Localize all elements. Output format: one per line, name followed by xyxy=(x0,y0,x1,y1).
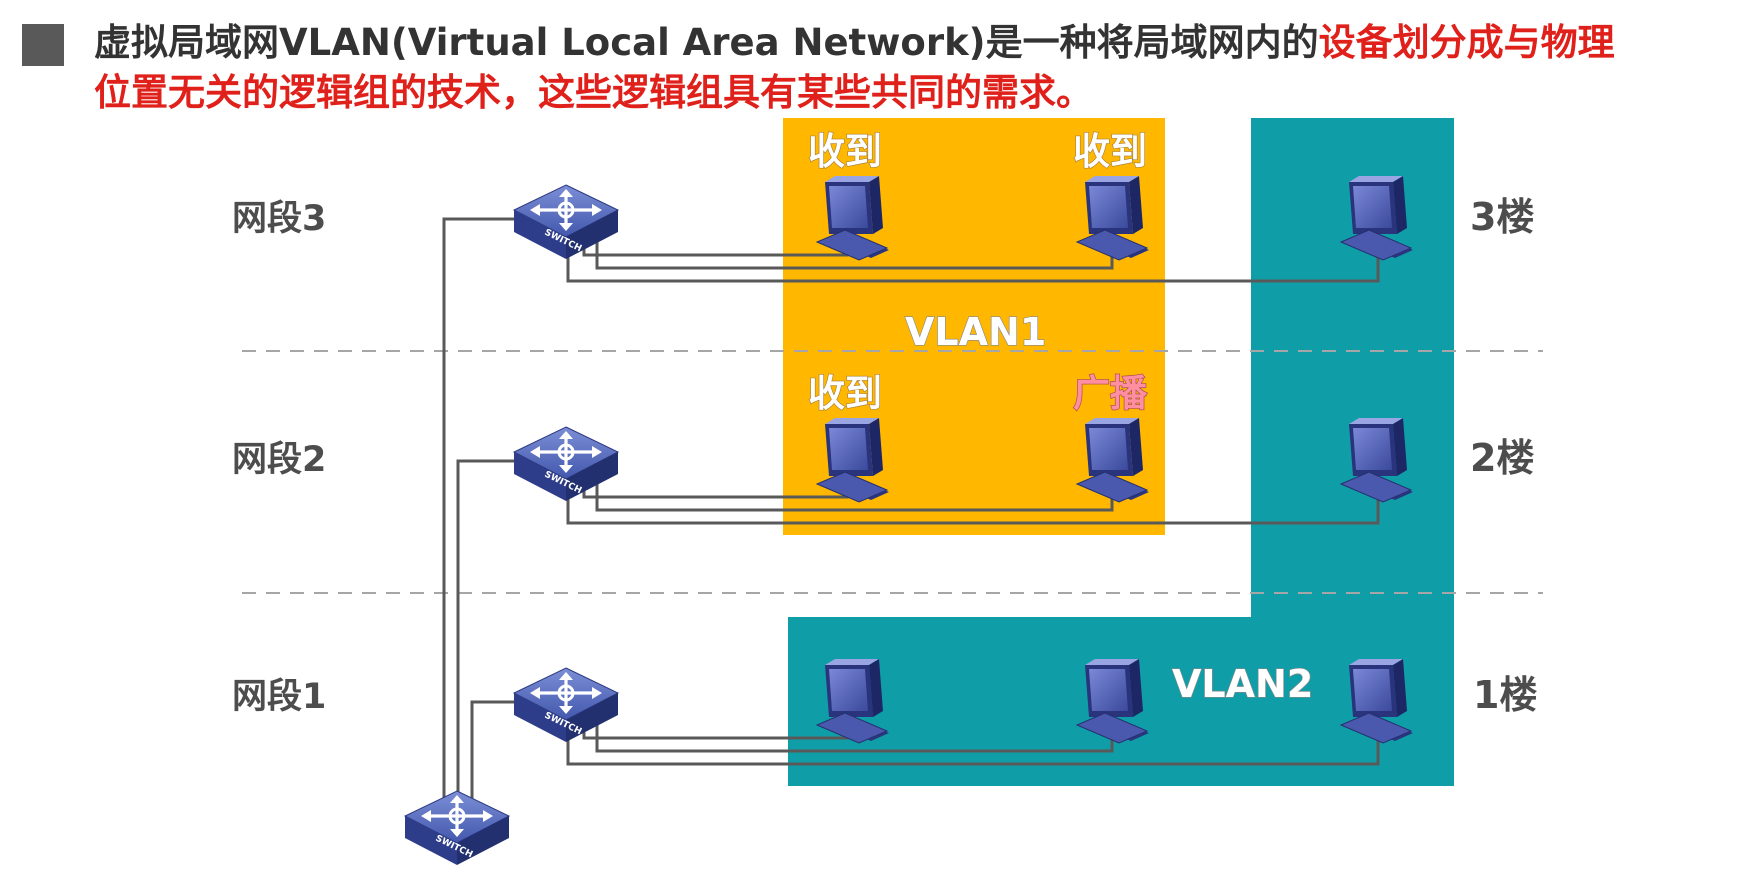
heading-part-c: 位置无关的逻辑组的技术，这些逻辑组具有某些共同的需求。 xyxy=(94,71,1093,114)
heading-part-b: 设备划分成与物理 xyxy=(1318,21,1615,64)
pc-floor2-a-tag: 收到 xyxy=(808,372,882,415)
floor-3-label: 3楼 xyxy=(1470,195,1534,239)
heading-text: 虚拟局域网VLAN(Virtual Local Area Network)是一种… xyxy=(94,18,1615,118)
segment-3-label: 网段3 xyxy=(232,198,326,239)
segment-1-label: 网段1 xyxy=(232,676,326,717)
heading-part-a: 虚拟局域网VLAN(Virtual Local Area Network)是一种… xyxy=(94,21,1319,64)
trunk-cables xyxy=(442,217,514,805)
switch-floor-1-icon: SWITCH xyxy=(512,666,620,744)
vlan2-label: VLAN2 xyxy=(1172,662,1313,706)
bullet-square-icon xyxy=(22,24,64,66)
switch-floor-3-icon: SWITCH xyxy=(512,183,620,261)
segment-2-label: 网段2 xyxy=(232,439,326,480)
pc-floor3-a-tag: 收到 xyxy=(808,130,882,173)
vlan1-label: VLAN1 xyxy=(905,310,1046,354)
core-switch-icon: SWITCH xyxy=(403,789,511,867)
floor-1-label: 1楼 xyxy=(1473,673,1537,717)
vlan2-region xyxy=(788,118,1454,786)
pc-floor2-b-tag: 广播 xyxy=(1073,372,1148,415)
pc-floor3-b-tag: 收到 xyxy=(1073,130,1147,173)
floor-2-label: 2楼 xyxy=(1470,436,1534,480)
switch-floor-2-icon: SWITCH xyxy=(512,425,620,503)
